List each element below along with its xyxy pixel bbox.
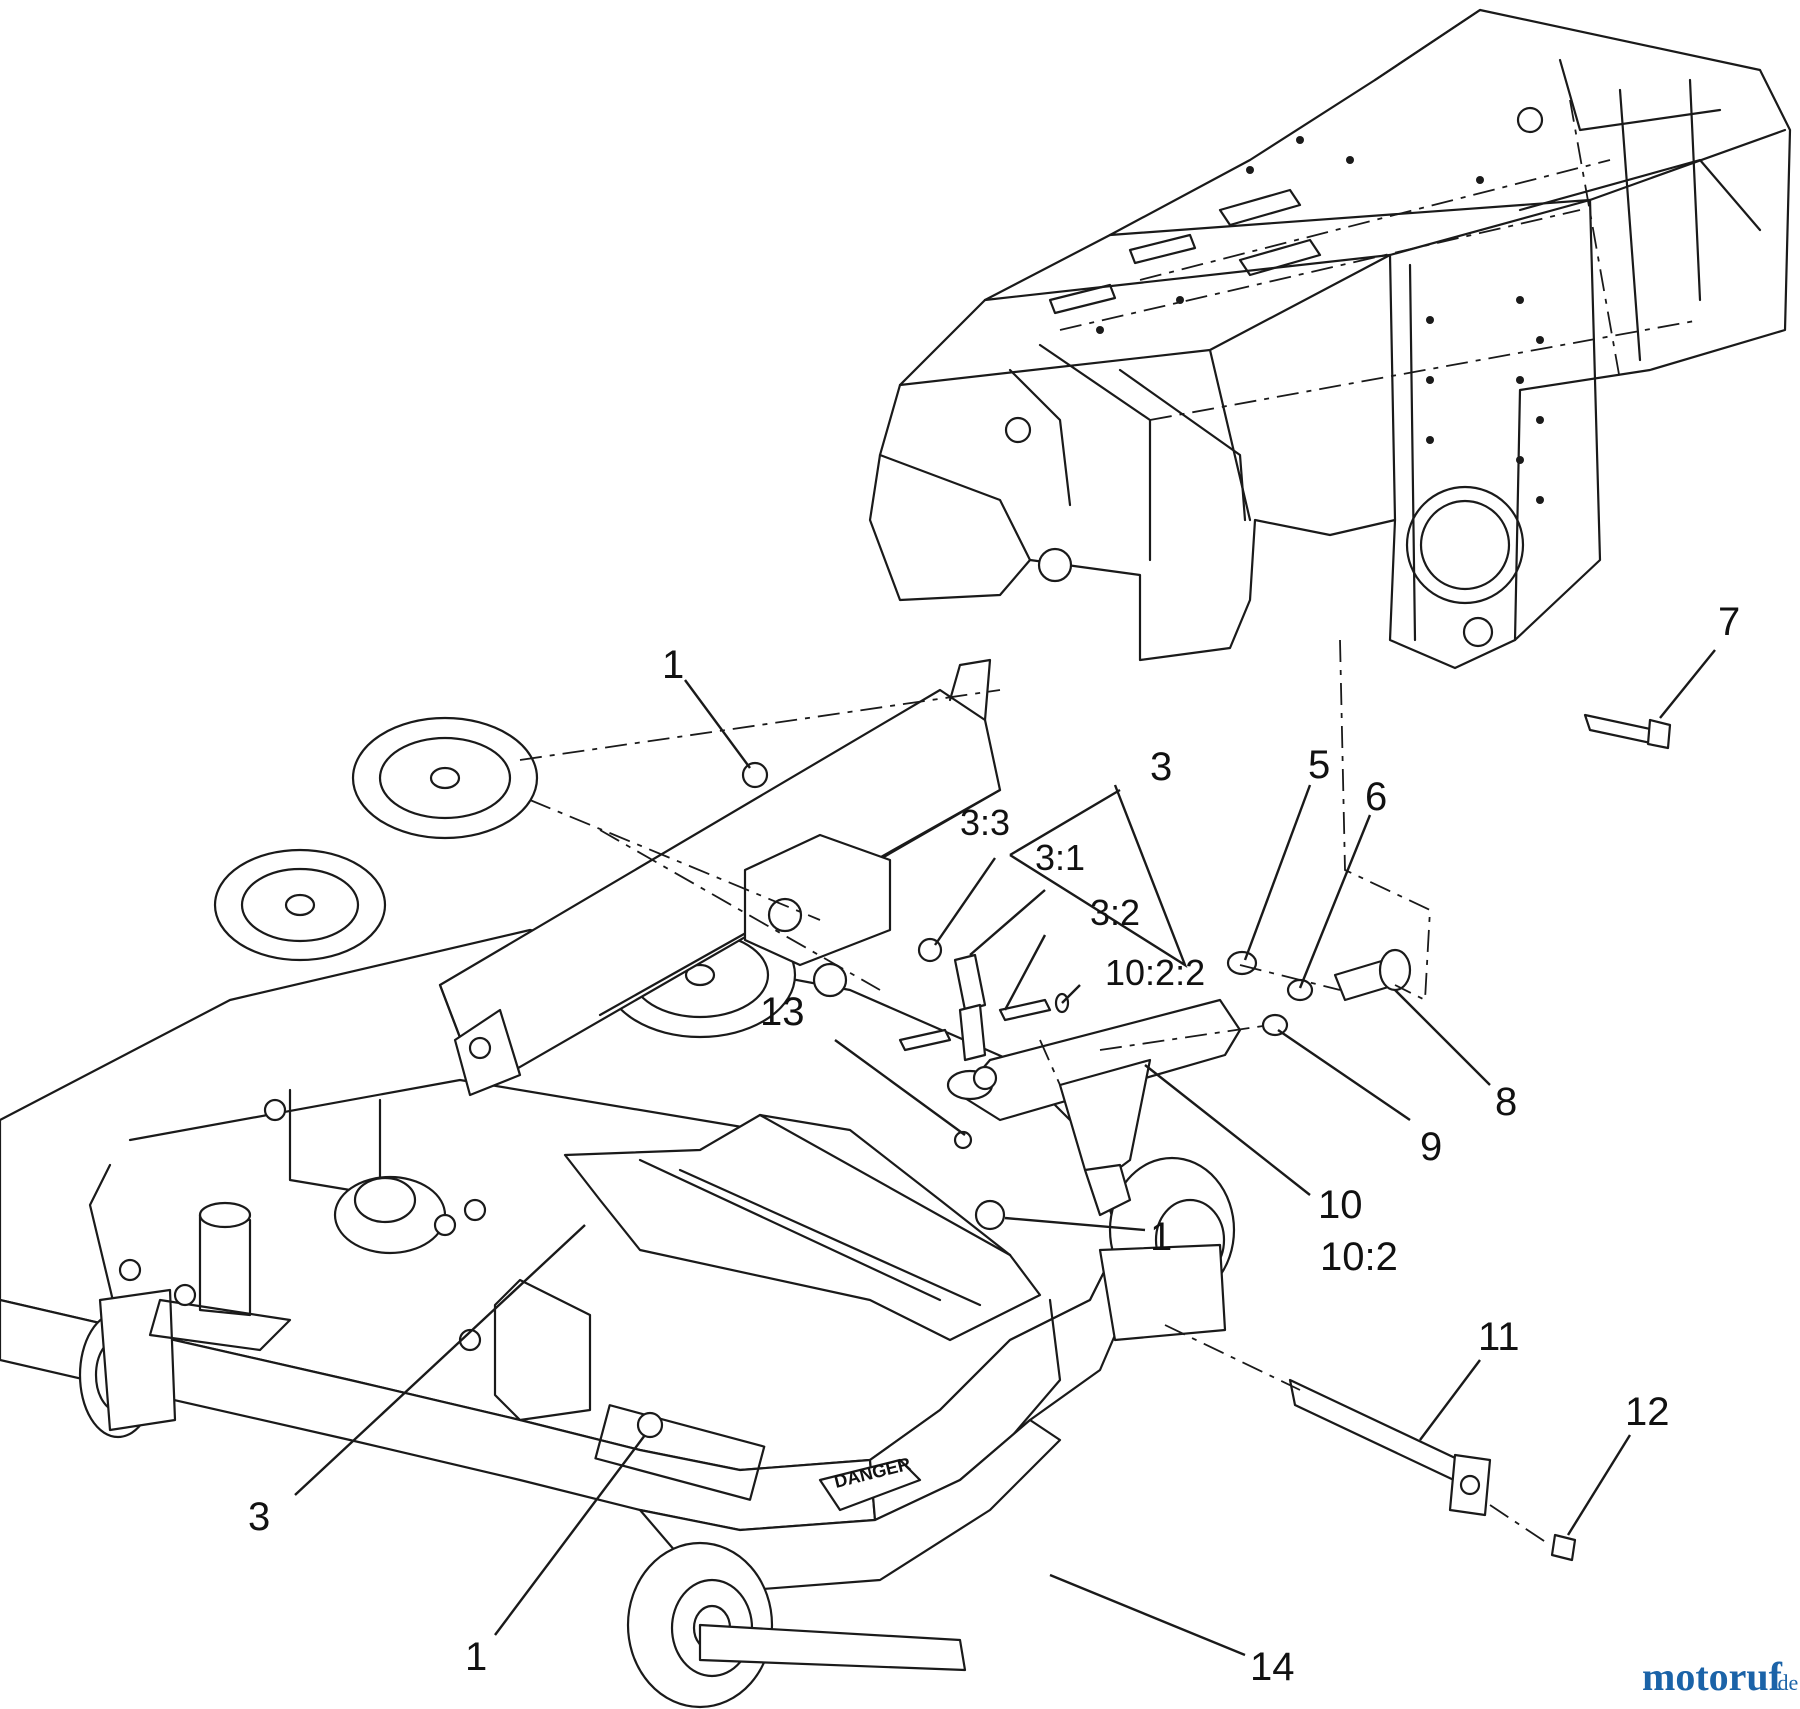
callout-7: 7 — [1718, 600, 1740, 644]
callout-3-1: 3:1 — [1035, 837, 1085, 878]
callout-3-3: 3:3 — [960, 802, 1010, 843]
callout-12: 12 — [1625, 1390, 1670, 1434]
chain-link — [953, 953, 987, 1012]
callouts: 1 3 3:3 3:1 3:2 5 6 7 8 9 10:2:2 10 10:2… — [248, 600, 1740, 1689]
leader-lines — [294, 649, 1716, 1657]
nut-5 — [1226, 950, 1258, 976]
callout-3-2: 3:2 — [1090, 892, 1140, 933]
callout-6: 6 — [1365, 775, 1387, 819]
callout-10: 10 — [1318, 1183, 1363, 1227]
nut-1-lower — [636, 1411, 664, 1439]
callout-9: 9 — [1420, 1125, 1442, 1169]
callout-10-2: 10:2 — [1320, 1235, 1398, 1279]
lift-arm — [946, 998, 1242, 1217]
watermark-brand: motoruf — [1642, 1654, 1783, 1699]
watermark-suffix: .de — [1772, 1670, 1798, 1695]
nut-9 — [1261, 1013, 1289, 1037]
callout-3-lower: 3 — [248, 1495, 270, 1539]
washer-6 — [1286, 978, 1314, 1002]
nut-1-top — [741, 761, 769, 789]
callout-1-lower: 1 — [465, 1635, 487, 1679]
callout-1-top: 1 — [662, 643, 684, 687]
callout-14: 14 — [1250, 1645, 1295, 1689]
callout-10-2-2: 10:2:2 — [1105, 952, 1205, 993]
mower-deck: DANGER — [0, 716, 1236, 1709]
tractor-frame — [868, 8, 1792, 670]
bolt-3-2 — [998, 998, 1052, 1022]
front-bracket-assembly — [438, 658, 1002, 1097]
callout-8: 8 — [1495, 1080, 1517, 1124]
pin-11 — [1288, 1378, 1477, 1492]
callout-5: 5 — [1308, 743, 1330, 787]
callout-13: 13 — [760, 990, 805, 1034]
callout-1-right: 1 — [1150, 1215, 1172, 1259]
bolt-12 — [1550, 1533, 1577, 1562]
nut-13 — [953, 1130, 973, 1150]
hardware — [636, 639, 1672, 1562]
watermark: motoruf .de — [1642, 1654, 1798, 1699]
callout-3-kit: 3 — [1150, 745, 1172, 789]
nut-1-right — [974, 1199, 1006, 1231]
callout-11: 11 — [1478, 1315, 1520, 1359]
